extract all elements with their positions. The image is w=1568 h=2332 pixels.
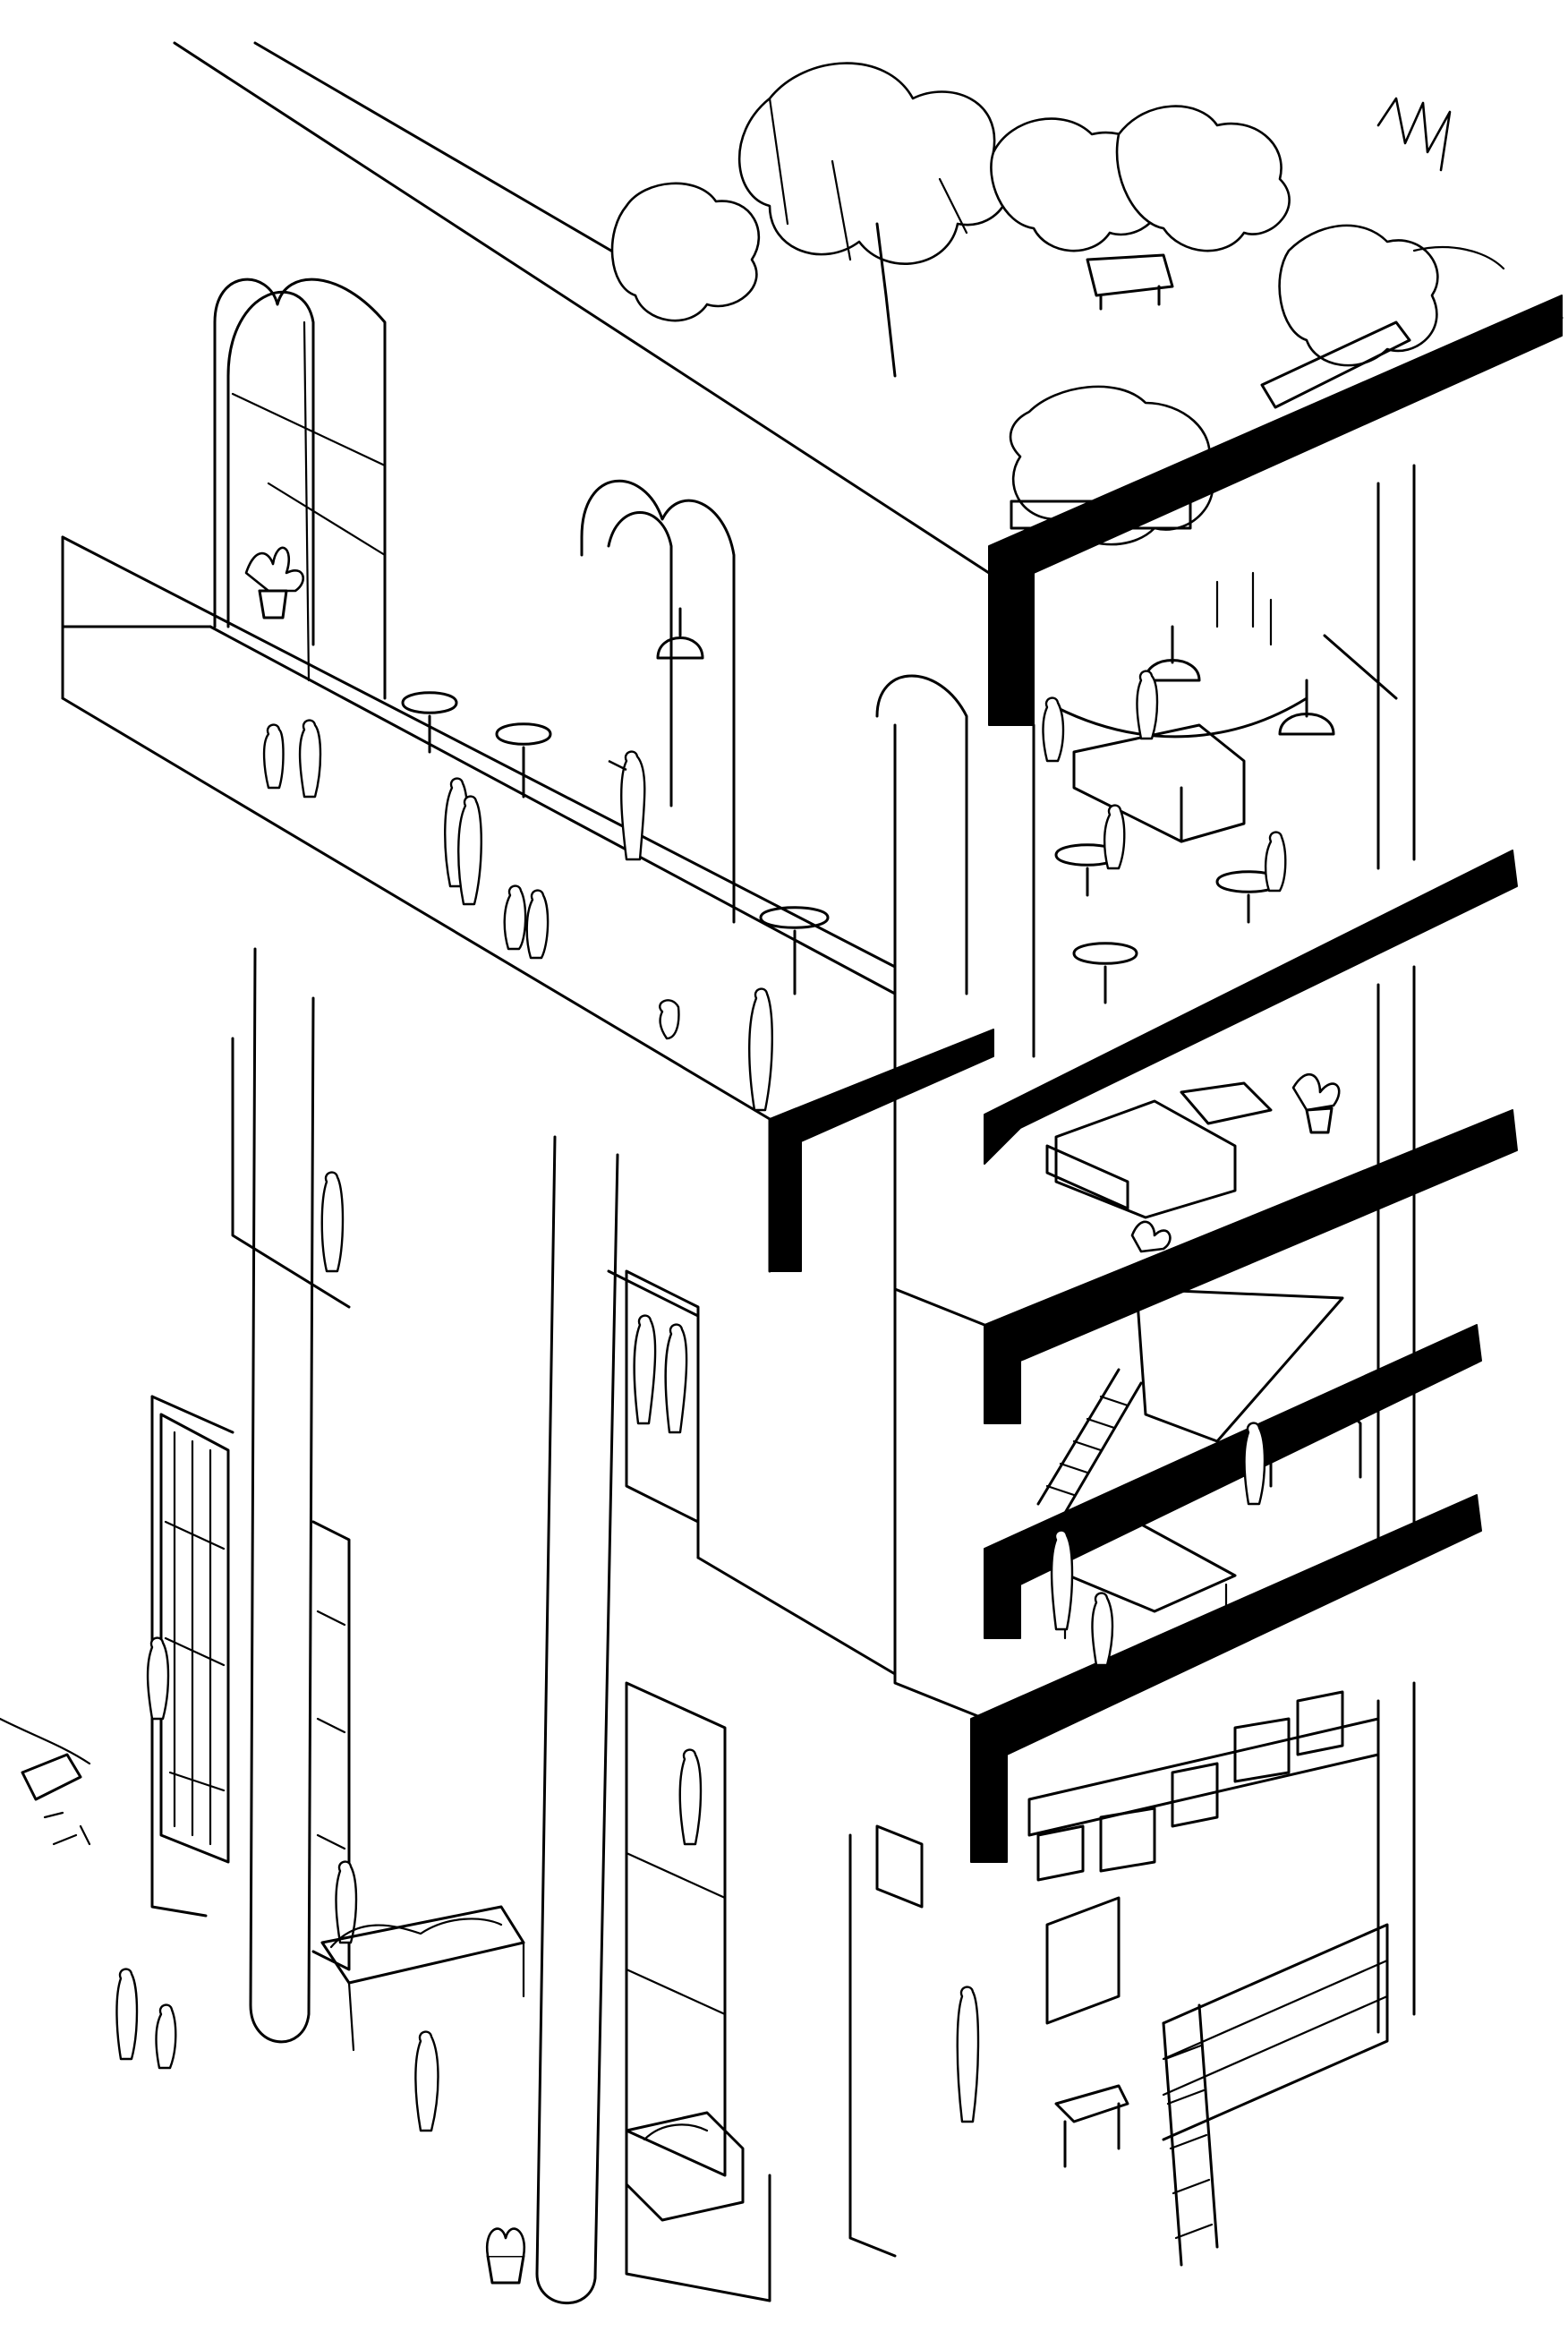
shop-crates [625,2111,745,2222]
potted-plant-floor [1130,1220,1172,1253]
sofa [1054,1099,1237,1219]
pendant-lamp-2 [1278,679,1335,736]
person-terrace-5 [503,884,527,951]
person-terrace-6 [525,889,550,960]
cafe-table-3 [1072,942,1138,1004]
plant-pot-left [486,2254,525,2285]
arch-window-1 [226,290,315,646]
building-lower [150,956,986,2302]
palm-right [1278,224,1439,367]
child-terrace [659,999,680,1040]
person-desk [1243,1422,1266,1506]
stall-left [21,1753,82,1801]
bookshelf-ground [1162,1923,1389,2141]
bistro-table-2 [495,722,552,799]
meeting-table [1045,1520,1237,1613]
bar-counter [1072,723,1246,843]
column-left [249,947,315,2044]
waiter-figure [608,750,646,861]
facade-windows [213,278,968,1004]
workbench [1054,2084,1129,2168]
arch-window-2 [580,479,736,924]
roof-bench [1086,253,1174,311]
person-shop [678,1748,703,1846]
potted-plant-lounge [1291,1072,1341,1112]
ladder [1162,2003,1219,2267]
person-meeting-1 [1050,1529,1074,1631]
framed-portrait [1045,1896,1121,2025]
section-cut [769,295,1563,1863]
ground-details [0,546,1341,2285]
bush-roof-right [1115,105,1291,252]
shelving [1045,1144,1129,1210]
person-terrace-7 [748,987,773,1112]
roof-garden [610,62,1505,546]
person-meeting-2 [1091,1592,1114,1667]
child-plaza [155,2003,177,2070]
storage-boxes [1036,1690,1344,1882]
column-center [535,1135,619,2304]
person-ground-right [956,1986,980,2123]
person-bar [1136,670,1159,740]
pendant-lamp-3 [656,607,704,660]
interior-floors [656,464,1416,2267]
person-window [320,1171,345,1273]
person-cafe-1 [1042,696,1065,763]
tree-canopy [737,62,1011,265]
dancer-1 [633,1314,657,1425]
person-terrace-1 [262,723,285,790]
terrace-slab [61,625,897,1273]
people [115,670,1287,2132]
window-tall-left [159,1413,230,1864]
dance-window [625,1269,700,1524]
person-terrace-4 [457,795,482,906]
coffee-table [1180,1081,1273,1125]
arch-window-3 [875,674,968,995]
person-plaza-2 [115,1968,139,2061]
person-market [335,1860,358,1944]
bistro-table-3 [759,906,830,995]
mezzanine-floor [1135,1287,1344,1443]
person-terrace-2 [298,719,322,799]
potted-plant-window [244,546,304,593]
bush-left [610,182,761,322]
bistro-table-1 [401,691,458,754]
desk [1269,1404,1362,1488]
pendant-lamp-1 [1144,625,1201,682]
person-plaza-3 [414,2030,439,2132]
grass-right [1376,97,1452,172]
person-cafe-3 [1264,831,1287,893]
columns [231,947,700,2304]
person-cafe-2 [1103,804,1126,870]
dancer-2 [664,1323,688,1434]
person-plaza-1 [146,1636,170,1721]
planter-box-right [1260,320,1411,409]
terrace-furniture [401,691,1282,1004]
window-column-right [311,1520,351,1971]
staircase [1036,1368,1143,1515]
